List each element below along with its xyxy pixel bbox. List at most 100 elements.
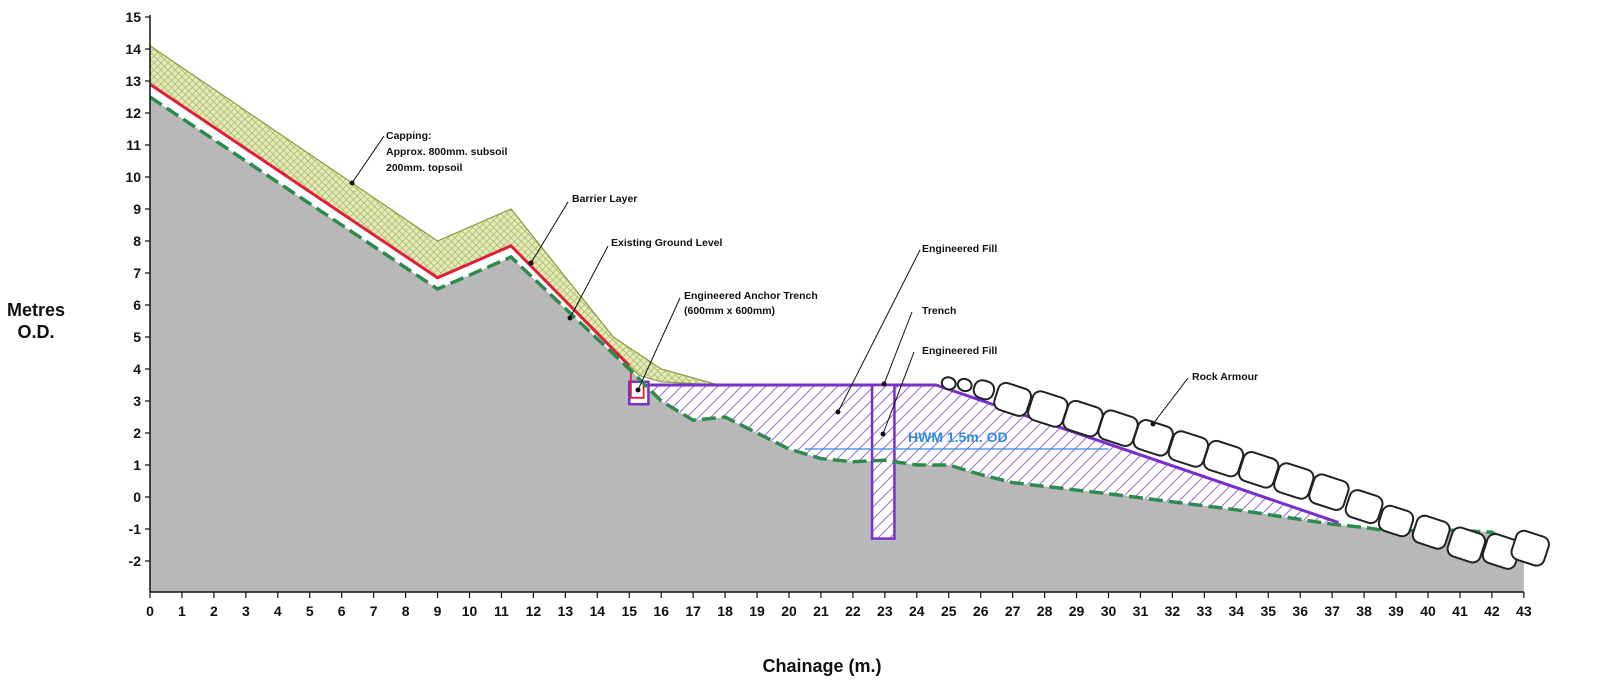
fill1-dot (835, 409, 841, 415)
anchor-dot (635, 387, 641, 393)
x-tick-label-32: 32 (1165, 603, 1181, 619)
capping-dot (349, 180, 355, 186)
annotation-dots (349, 180, 1156, 437)
rock-1 (956, 377, 973, 393)
y-tick-label--1: -1 (129, 521, 142, 537)
y-tick-label-12: 12 (125, 105, 141, 121)
rock-2 (972, 379, 996, 401)
y-axis-title-line1: Metres (7, 300, 65, 320)
x-tick-label-7: 7 (370, 603, 378, 619)
x-tick-label-40: 40 (1420, 603, 1436, 619)
y-tick-label-3: 3 (133, 393, 141, 409)
anchor-trench-label-2: (600mm x 600mm) (684, 305, 775, 317)
x-tick-label-21: 21 (813, 603, 829, 619)
x-tick-label-34: 34 (1229, 603, 1245, 619)
x-tick-label-14: 14 (590, 603, 606, 619)
capping-leader (351, 135, 385, 184)
ground-fill (150, 97, 1524, 592)
y-tick-label-4: 4 (133, 361, 141, 377)
capping-label-2: Approx. 800mm. subsoil (386, 146, 507, 158)
x-tick-label-43: 43 (1516, 603, 1532, 619)
fill2-dot (880, 431, 886, 437)
x-tick-label-35: 35 (1260, 603, 1276, 619)
x-tick-label-2: 2 (210, 603, 218, 619)
x-tick-label-11: 11 (494, 603, 509, 619)
x-tick-label-15: 15 (621, 603, 637, 619)
y-axis-title-line2: O.D. (17, 322, 54, 342)
x-tick-label-19: 19 (749, 603, 765, 619)
x-tick-label-4: 4 (274, 603, 282, 619)
x-tick-label-27: 27 (1005, 603, 1021, 619)
x-tick-label-38: 38 (1356, 603, 1372, 619)
trench-dot (881, 381, 887, 387)
x-tick-label-16: 16 (653, 603, 669, 619)
y-tick-label-13: 13 (125, 73, 141, 89)
x-tick-label-5: 5 (306, 603, 314, 619)
x-tick-label-28: 28 (1037, 603, 1053, 619)
x-tick-label-23: 23 (877, 603, 893, 619)
y-tick-label-7: 7 (133, 265, 141, 281)
x-tick-label-25: 25 (941, 603, 957, 619)
x-tick-label-17: 17 (685, 603, 701, 619)
y-tick-label-10: 10 (125, 169, 141, 185)
x-tick-label-13: 13 (558, 603, 574, 619)
rock-dot (1150, 421, 1156, 427)
x-tick-label-10: 10 (462, 603, 478, 619)
x-tick-label-37: 37 (1324, 603, 1340, 619)
x-tick-label-9: 9 (434, 603, 442, 619)
y-tick-label-9: 9 (133, 201, 141, 217)
rock-18 (1510, 529, 1550, 567)
rock-armour (940, 376, 1550, 570)
y-tick-label-2: 2 (133, 425, 141, 441)
engineered-fill-label-2: Engineered Fill (922, 345, 997, 357)
ground-dot (567, 315, 573, 321)
x-tick-label-42: 42 (1484, 603, 1500, 619)
barrier-layer-label: Barrier Layer (572, 193, 637, 205)
anchor-barrier (629, 369, 645, 399)
rock-3 (993, 381, 1033, 417)
anchor-trench-label-1: Engineered Anchor Trench (684, 290, 818, 302)
ground-leader (569, 245, 609, 319)
y-tick-label-6: 6 (133, 297, 141, 313)
x-tick-label-24: 24 (909, 603, 925, 619)
rock-leader (1152, 377, 1189, 425)
fill2-leader (882, 351, 915, 435)
annotation-leaders (351, 135, 1189, 435)
existing-ground-label: Existing Ground Level (611, 237, 723, 249)
barrier-dot (528, 260, 534, 266)
barrier-line (149, 82, 631, 367)
axes (145, 15, 1525, 598)
y-tick-label-14: 14 (125, 41, 141, 57)
y-tick-label-0: 0 (133, 489, 141, 505)
x-tick-label-1: 1 (178, 603, 186, 619)
x-axis-title: Chainage (m.) (762, 656, 881, 676)
fill-hatch (642, 385, 1339, 525)
rock-12 (1308, 473, 1350, 511)
fill1-leader (837, 249, 921, 413)
y-tick-label-1: 1 (133, 457, 141, 473)
capping-label-1: Capping: (386, 130, 432, 142)
capping-label-3: 200mm. topsoil (386, 162, 463, 174)
x-tick-label-8: 8 (402, 603, 410, 619)
x-tick-label-41: 41 (1452, 603, 1468, 619)
x-tick-label-18: 18 (717, 603, 733, 619)
x-tick-label-12: 12 (526, 603, 542, 619)
rock-14 (1377, 504, 1415, 538)
hwm-label: HWM 1.5m. OD (908, 429, 1008, 445)
x-tick-label-31: 31 (1133, 603, 1149, 619)
fill-outline (642, 383, 1340, 525)
x-tick-label-6: 6 (338, 603, 346, 619)
anchor-leader (637, 297, 681, 391)
rock-13 (1344, 489, 1384, 525)
rock-0 (940, 376, 957, 391)
x-tick-label-3: 3 (242, 603, 250, 619)
y-tick-label-15: 15 (125, 9, 141, 25)
rock-15 (1411, 514, 1451, 550)
rock-armour-label: Rock Armour (1192, 371, 1258, 383)
x-tick-label-36: 36 (1292, 603, 1308, 619)
rock-16 (1446, 526, 1487, 564)
engineered-fill-label-1: Engineered Fill (922, 243, 997, 255)
